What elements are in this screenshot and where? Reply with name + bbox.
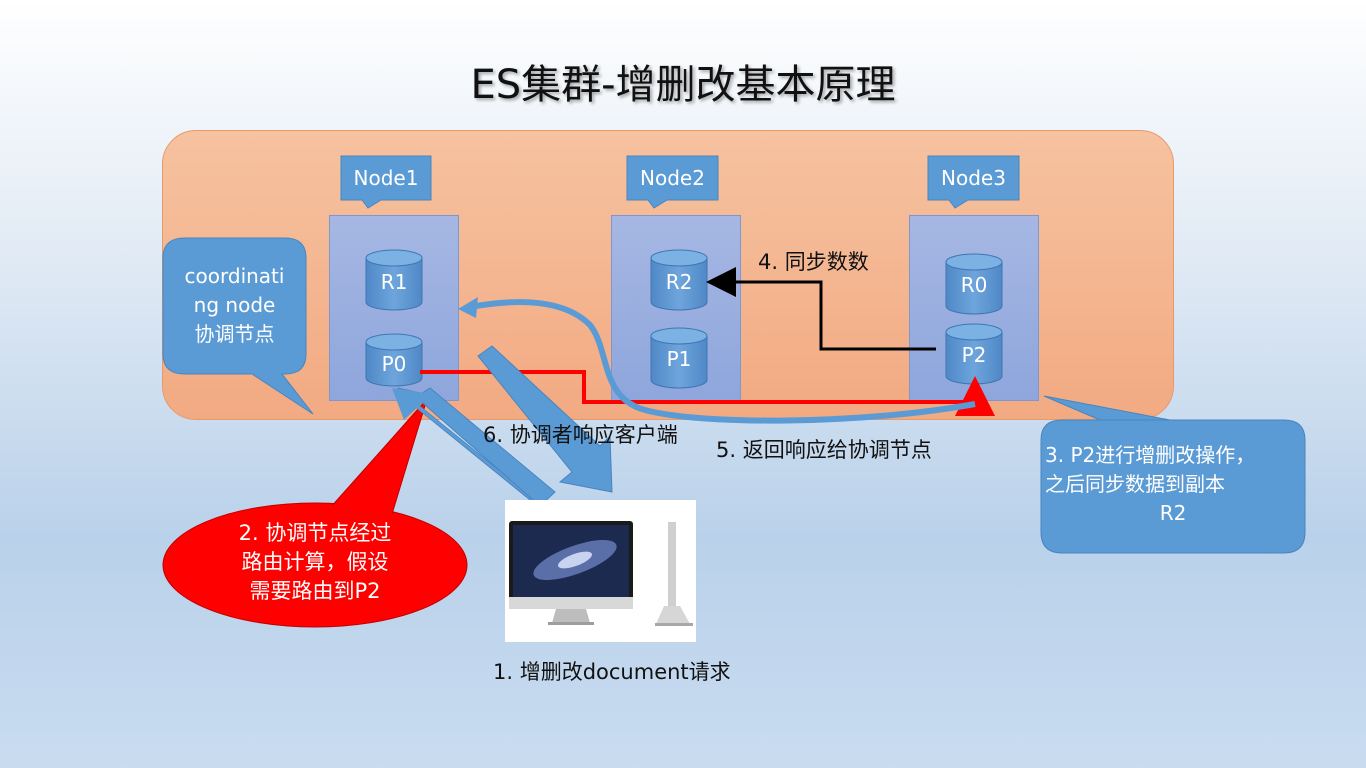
step3-callout xyxy=(1040,395,1306,554)
shard-label-p2: P2 xyxy=(961,343,987,367)
step2-line-2: 路由计算，假设 xyxy=(241,550,389,574)
sync-arrow xyxy=(706,267,936,351)
coordinating-line-3: 协调节点 xyxy=(194,322,275,346)
step4-label: 4. 同步数数 xyxy=(758,250,869,274)
shard-label-p1: P1 xyxy=(666,347,692,371)
coordinating-line-2: ng node xyxy=(193,293,276,317)
node1-label-callout xyxy=(340,155,432,209)
coordinating-line-1: coordinati xyxy=(184,264,285,288)
response-curve-arrow xyxy=(458,297,976,424)
node2-label: Node2 xyxy=(640,166,705,190)
response-arrow xyxy=(477,345,613,493)
node3-label-callout xyxy=(927,155,1020,209)
shard-label-r0: R0 xyxy=(960,273,988,297)
step2-callout xyxy=(162,398,468,628)
route-arrow xyxy=(420,370,995,416)
shard-label-r1: R1 xyxy=(380,270,408,294)
step2-line-3: 需要路由到P2 xyxy=(249,579,381,603)
coordinating-callout xyxy=(162,237,314,415)
step2-line-1: 2. 协调节点经过 xyxy=(238,521,392,545)
node1-label: Node1 xyxy=(353,166,419,190)
cylinder-icon xyxy=(365,249,1003,389)
node3-label: Node3 xyxy=(941,166,1006,190)
computer-icon xyxy=(505,500,696,642)
step3-line-1: 3. P2进行增删改操作， xyxy=(1045,443,1256,467)
step2-callout-text: 2. 协调节点经过 路由计算，假设 需要路由到P2 xyxy=(165,519,465,606)
step3-line-3: R2 xyxy=(1159,501,1187,525)
node2-label-callout xyxy=(626,155,719,209)
shard-label-r2: R2 xyxy=(665,270,693,294)
shard-label-p0: P0 xyxy=(381,352,407,376)
step6-label: 6. 协调者响应客户端 xyxy=(483,423,678,447)
request-arrow-body xyxy=(392,387,556,507)
step3-callout-text: 3. P2进行增删改操作， 之后同步数据到副本 R2 xyxy=(1041,441,1305,528)
step1-label: 1. 增删改document请求 xyxy=(493,660,731,684)
coordinating-callout-text: coordinati ng node 协调节点 xyxy=(163,262,306,349)
step5-label: 5. 返回响应给协调节点 xyxy=(716,438,932,462)
page-title: ES集群-增删改基本原理 xyxy=(470,62,896,108)
step3-line-2: 之后同步数据到副本 xyxy=(1045,472,1225,496)
